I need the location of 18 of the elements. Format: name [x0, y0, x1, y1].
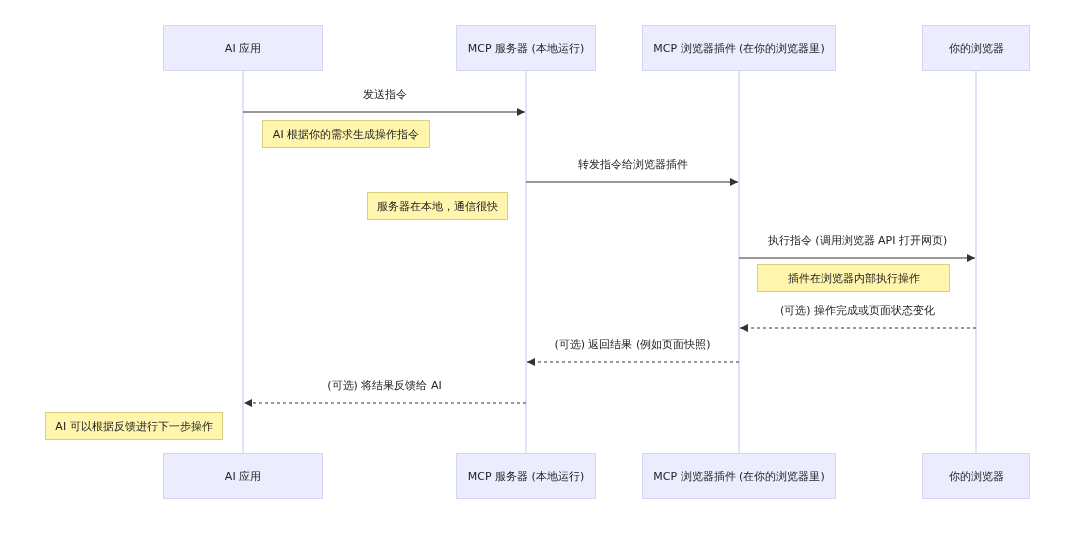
participant-box: 你的浏览器	[922, 453, 1030, 499]
participant-box: 你的浏览器	[922, 25, 1030, 71]
message-label: (可选) 操作完成或页面状态变化	[777, 303, 938, 318]
message-label: 发送指令	[360, 87, 409, 102]
participant-box: MCP 浏览器插件 (在你的浏览器里)	[642, 25, 836, 71]
participant-box: AI 应用	[163, 453, 323, 499]
participant-box: AI 应用	[163, 25, 323, 71]
message-label: 执行指令 (调用浏览器 API 打开网页)	[765, 233, 950, 248]
message-label: 转发指令给浏览器插件	[575, 157, 690, 172]
participant-box: MCP 服务器 (本地运行)	[456, 25, 596, 71]
note-box: AI 可以根据反馈进行下一步操作	[45, 412, 223, 440]
note-box: 插件在浏览器内部执行操作	[757, 264, 950, 292]
note-box: AI 根据你的需求生成操作指令	[262, 120, 430, 148]
participant-box: MCP 浏览器插件 (在你的浏览器里)	[642, 453, 836, 499]
note-box: 服务器在本地，通信很快	[367, 192, 508, 220]
message-label: (可选) 返回结果 (例如页面快照)	[552, 337, 713, 352]
participant-box: MCP 服务器 (本地运行)	[456, 453, 596, 499]
message-label: (可选) 将结果反馈给 AI	[325, 378, 444, 393]
